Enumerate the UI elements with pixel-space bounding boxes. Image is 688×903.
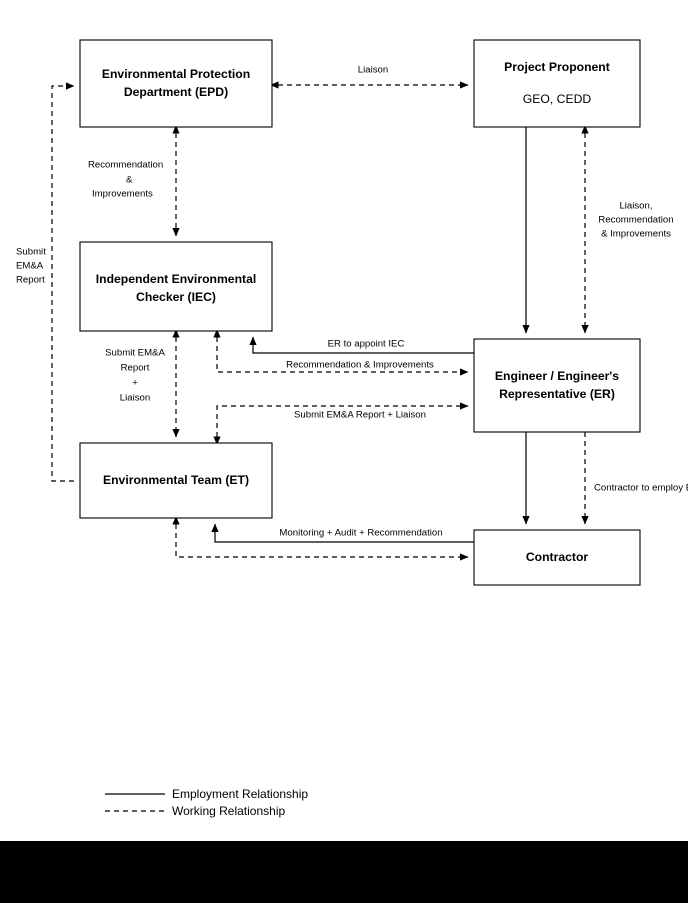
- node-box-epd[interactable]: [79, 39, 273, 128]
- node-contractor[interactable]: Contractor: [473, 529, 641, 586]
- node-box-contractor[interactable]: [473, 529, 641, 586]
- edge-label-improvements: Improvements: [92, 189, 153, 200]
- edge-label-plus: +: [132, 378, 138, 389]
- node-engineer-representative[interactable]: Engineer / Engineer's Representative (ER…: [473, 338, 641, 433]
- node-label-proponent-subtitle: GEO, CEDD: [523, 92, 592, 106]
- edge-label-submit: Submit: [16, 247, 46, 258]
- node-label-proponent-title: Project Proponent: [504, 60, 610, 74]
- edge-label-report: Report: [16, 275, 45, 286]
- node-environmental-protection-department[interactable]: Environmental Protection Department (EPD…: [79, 39, 273, 128]
- node-label-er-line1: Engineer / Engineer's: [495, 369, 619, 383]
- edge-er-to-appoint-iec: ER to appoint IEC: [249, 336, 474, 354]
- edge-label-improvements-2: & Improvements: [601, 229, 671, 240]
- edge-label-liaison: Liaison: [358, 65, 388, 76]
- node-label-iec-line1: Independent Environmental: [96, 272, 257, 286]
- legend-label-employment: Employment Relationship: [172, 787, 308, 801]
- legend-label-working: Working Relationship: [172, 804, 285, 818]
- edge-submit-emna-report-et-epd: Submit EM&A Report: [16, 82, 75, 482]
- edge-label-emna: EM&A: [16, 261, 44, 272]
- edge-label-ampersand: &: [126, 175, 133, 186]
- edge-submit-emna-iec-et: Submit EM&A Report + Liaison: [105, 329, 180, 438]
- node-project-proponent[interactable]: Project Proponent GEO, CEDD: [473, 39, 641, 128]
- edge-liaison-recommendation-proponent-er: Liaison, Recommendation & Improvements: [581, 125, 674, 334]
- node-label-epd-line2: Department (EPD): [124, 85, 228, 99]
- node-box-proponent[interactable]: [473, 39, 641, 128]
- edge-label-report-2: Report: [121, 363, 150, 374]
- edge-label-contractor-employ-et: Monitoring + Audit + Recommendation: [279, 528, 442, 539]
- edge-label-submit-emna-liaison: Submit EM&A Report + Liaison: [294, 410, 426, 421]
- node-box-et[interactable]: [79, 442, 273, 519]
- node-box-er[interactable]: [473, 338, 641, 433]
- edge-monitoring-audit-recommendation: [172, 516, 469, 561]
- edge-submit-emna-report-liaison-et-er: Submit EM&A Report + Liaison: [213, 402, 469, 445]
- node-label-contractor: Contractor: [526, 550, 589, 564]
- node-box-iec[interactable]: [79, 241, 273, 332]
- legend: Employment Relationship Working Relation…: [105, 787, 308, 818]
- edge-recommendation-improvements-epd-iec: Recommendation & Improvements: [88, 125, 180, 237]
- footer-black-bar: [0, 841, 688, 903]
- edge-label-liaison-2: Liaison,: [619, 201, 652, 212]
- edge-label-liaison-3: Liaison: [120, 393, 150, 404]
- node-independent-environmental-checker[interactable]: Independent Environmental Checker (IEC): [79, 241, 273, 332]
- edge-label-er-appoint-iec: ER to appoint IEC: [328, 339, 405, 350]
- edge-liaison-epd-proponent: Liaison: [270, 65, 469, 89]
- edge-label-recommendation-improvements-iec-er: Recommendation & Improvements: [286, 360, 434, 371]
- edge-contractor-to-employ-et: Monitoring + Audit + Recommendation: [211, 523, 474, 543]
- edge-label-recommendation-2: Recommendation: [598, 215, 673, 226]
- edge-label-recommendation: Recommendation: [88, 160, 163, 171]
- edge-label-submit-emna-2: Submit EM&A: [105, 348, 165, 359]
- edge-label-supervision: Contractor to employ ET: [594, 483, 688, 494]
- node-label-et: Environmental Team (ET): [103, 473, 249, 487]
- node-label-iec-line2: Checker (IEC): [136, 290, 216, 304]
- node-environmental-team[interactable]: Environmental Team (ET): [79, 442, 273, 519]
- node-label-epd-line1: Environmental Protection: [102, 67, 250, 81]
- node-label-er-line2: Representative (ER): [499, 387, 615, 401]
- edge-recommendation-improvements-iec-er: Recommendation & Improvements: [213, 329, 469, 376]
- edge-supervision-er-contractor: Contractor to employ ET: [581, 432, 688, 525]
